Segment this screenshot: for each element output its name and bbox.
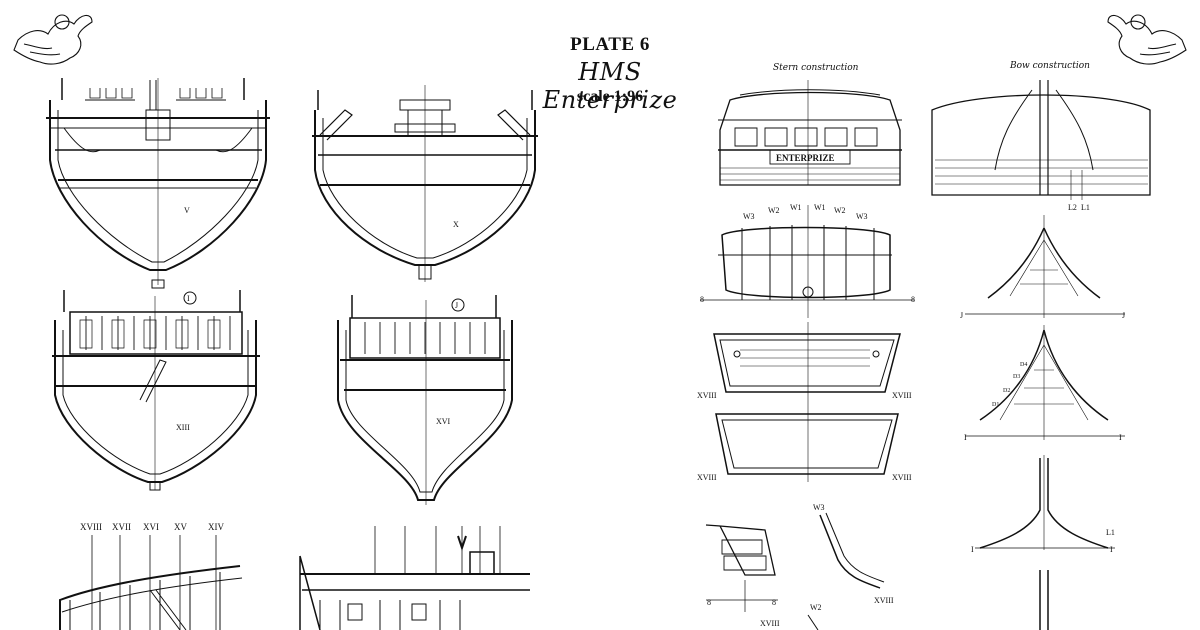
section-V-label: V [184,206,190,215]
bow-I-labels: D4 D3 D2 D1 I I [964,362,1122,442]
stem-labels: L1 I I [971,528,1115,554]
transom-drawing-2 [715,400,899,482]
transom-labels: XVIII XVIII XVIII XVIII [697,391,912,482]
svg-text:W3: W3 [856,212,868,221]
wing-transom-drawing [807,512,885,630]
transom-drawing-1 [713,322,901,400]
svg-text:L2: L2 [1068,203,1077,212]
svg-text:D2: D2 [1003,388,1010,394]
cherub-ornament-right [1107,14,1187,65]
svg-text:8: 8 [911,295,915,304]
stern-elevation-drawing [718,80,902,186]
svg-text:W1: W1 [814,203,826,212]
bow-construction-caption: Bow construction [1010,61,1090,71]
svg-text:W3: W3 [813,503,825,512]
svg-text:XVIII: XVIII [892,473,912,482]
bow-elevation-labels: L2 L1 [1068,203,1090,212]
bow-J-drawing [965,215,1125,318]
svg-text:I: I [964,433,967,442]
svg-text:D4: D4 [1020,362,1027,368]
frame-assembly-drawing [59,535,243,630]
svg-text:XVIII: XVIII [697,473,717,482]
svg-text:W2: W2 [768,206,780,215]
frame-label: XVIII [80,522,102,532]
svg-text:J: J [1122,311,1125,320]
bow-J-labels: J J [960,311,1125,320]
svg-text:L1: L1 [1081,203,1090,212]
bottom-detail-labels: W3 W2 XVIII XVIII 8 8 [707,503,894,628]
section-XVI-circle-label: J [455,301,458,310]
quarter-gallery-drawing [705,524,778,612]
stem-piece-drawing [975,455,1115,630]
svg-text:8: 8 [707,598,711,607]
svg-text:XVIII: XVIII [697,391,717,400]
svg-text:D3: D3 [1013,374,1020,380]
svg-text:8: 8 [700,295,704,304]
svg-text:L1: L1 [1106,528,1115,537]
section-XVI-label: XVI [436,417,451,426]
svg-text:W2: W2 [810,603,822,612]
svg-text:XVIII: XVIII [760,619,780,628]
ship-name: HMS Enterprize [542,58,678,114]
bow-elevation-drawing [931,80,1151,200]
svg-text:8: 8 [772,598,776,607]
stern-w-frames-drawing [700,205,914,318]
svg-text:I: I [1119,433,1122,442]
bow-I-drawing [965,325,1125,440]
section-XIII-drawing [52,290,260,491]
svg-text:D1: D1 [992,402,999,408]
section-XVI-drawing [337,295,513,505]
cherub-ornament-left [13,14,93,65]
svg-text:I: I [971,545,974,554]
section-X-label: X [453,220,459,229]
svg-text:XVIII: XVIII [892,391,912,400]
stern-nameboard: ENTERPRIZE [776,153,835,163]
frame-label: XIV [208,522,224,532]
svg-text:I: I [1110,545,1113,554]
svg-text:XVIII: XVIII [874,596,894,605]
svg-text:W1: W1 [790,203,802,212]
section-XIII-circle-label: I [187,294,190,303]
section-XIII-label: XIII [176,423,190,432]
section-V-drawing [46,78,270,289]
svg-text:W2: W2 [834,206,846,215]
svg-text:J: J [960,311,963,320]
scale-label: scale 1:96 [576,88,644,105]
stern-framing-drawing [299,526,530,630]
stern-w-labels: W3 W2 W1 W1 W2 W3 8 8 [700,203,915,304]
frame-station-labels: XVIII XVII XVI XV XIV [80,522,224,532]
frame-label: XVII [112,522,131,532]
plate-title: PLATE 6 [570,34,650,55]
frame-label: XVI [143,522,159,532]
stern-construction-caption: Stern construction [773,63,859,73]
svg-text:W3: W3 [743,212,755,221]
section-X-drawing [312,85,538,282]
frame-label: XV [174,522,187,532]
